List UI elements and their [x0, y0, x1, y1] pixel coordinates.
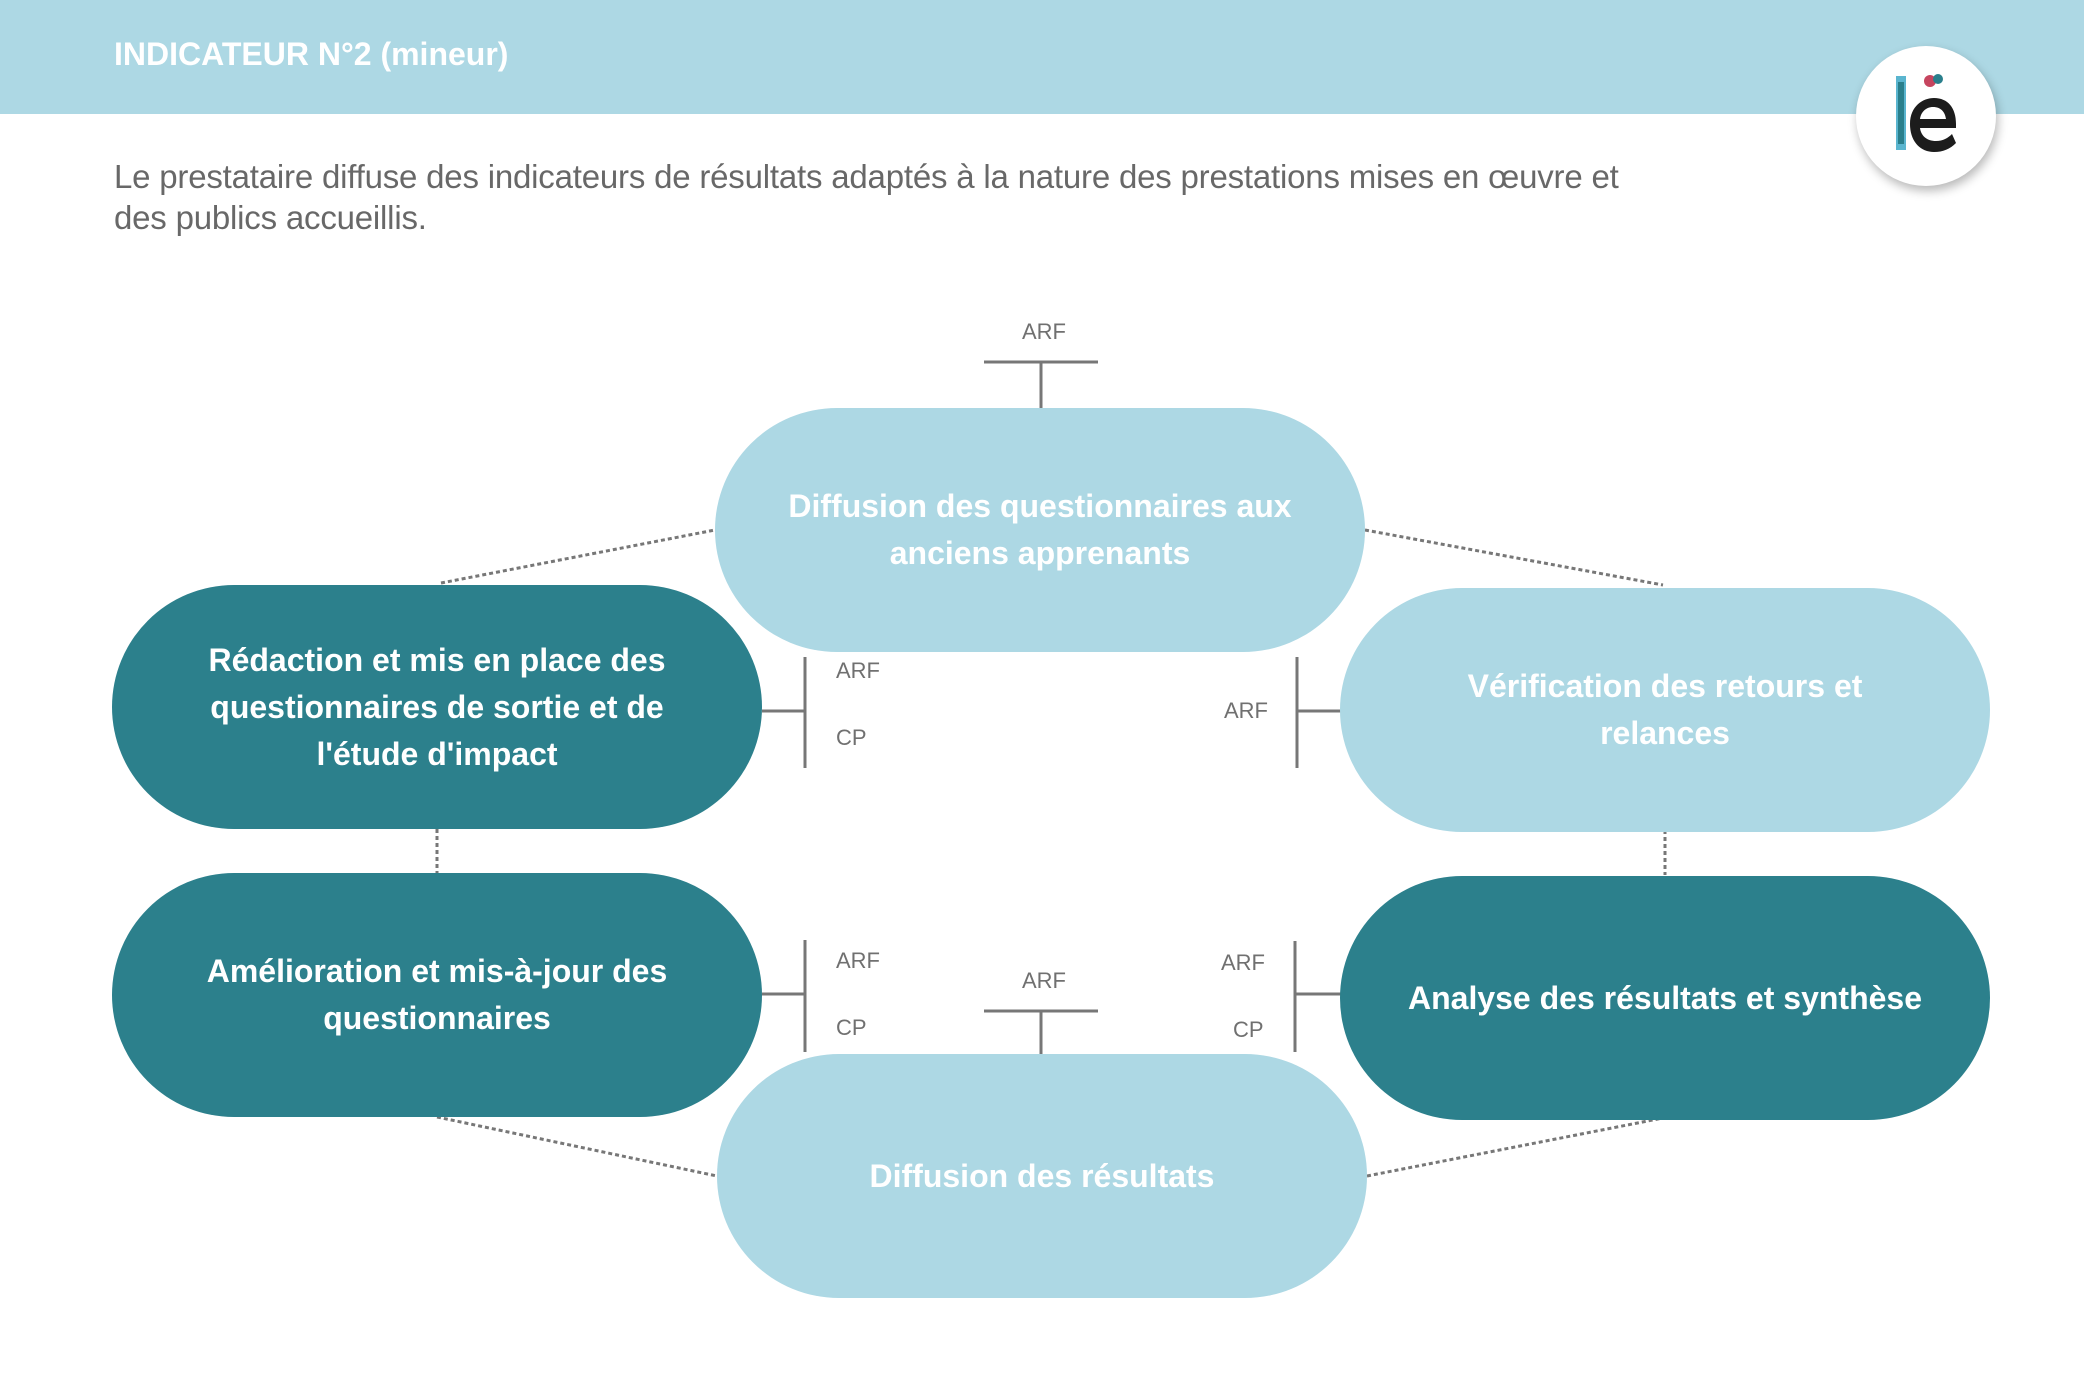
step-verification-retours: Vérification des retours et relances — [1340, 588, 1990, 832]
connector-line — [440, 528, 716, 585]
le-logo-icon — [1896, 74, 1956, 152]
connector-line — [436, 1115, 718, 1178]
step-redaction-questionnaires: Rédaction et mis en place des questionna… — [112, 585, 762, 829]
step-amelioration-questionnaires: Amélioration et mis-à-jour des questionn… — [112, 873, 762, 1117]
logo — [1856, 46, 1996, 186]
step-diffusion-resultats: Diffusion des résultats — [717, 1054, 1367, 1298]
role-label: CP — [836, 1015, 867, 1040]
intro-text: Le prestataire diffuse des indicateurs d… — [114, 158, 1619, 236]
role-label: ARF — [836, 658, 880, 683]
header-band — [0, 0, 2084, 114]
step-label: Diffusion des questionnaires aux anciens… — [788, 488, 1292, 571]
step-label: Amélioration et mis-à-jour des questionn… — [206, 953, 668, 1036]
connector-line — [1364, 528, 1664, 587]
role-label: CP — [836, 725, 867, 750]
step-label: Diffusion des résultats — [869, 1157, 1215, 1194]
role-label: ARF — [836, 948, 880, 973]
step-label: Rédaction et mis en place des questionna… — [208, 641, 666, 772]
role-label: ARF — [1224, 698, 1268, 723]
role-label: ARF — [1221, 950, 1265, 975]
role-label: ARF — [1022, 319, 1066, 344]
step-diffusion-questionnaires: Diffusion des questionnaires aux anciens… — [715, 408, 1365, 652]
step-analyse-resultats: Analyse des résultats et synthèse — [1340, 876, 1990, 1120]
step-label: Vérification des retours et relances — [1467, 668, 1863, 751]
step-label: Analyse des résultats et synthèse — [1407, 979, 1922, 1016]
connector-line — [1366, 1116, 1664, 1178]
role-label: ARF — [1022, 968, 1066, 993]
role-label: CP — [1233, 1017, 1264, 1042]
page-title: INDICATEUR N°2 (mineur) — [114, 36, 509, 72]
